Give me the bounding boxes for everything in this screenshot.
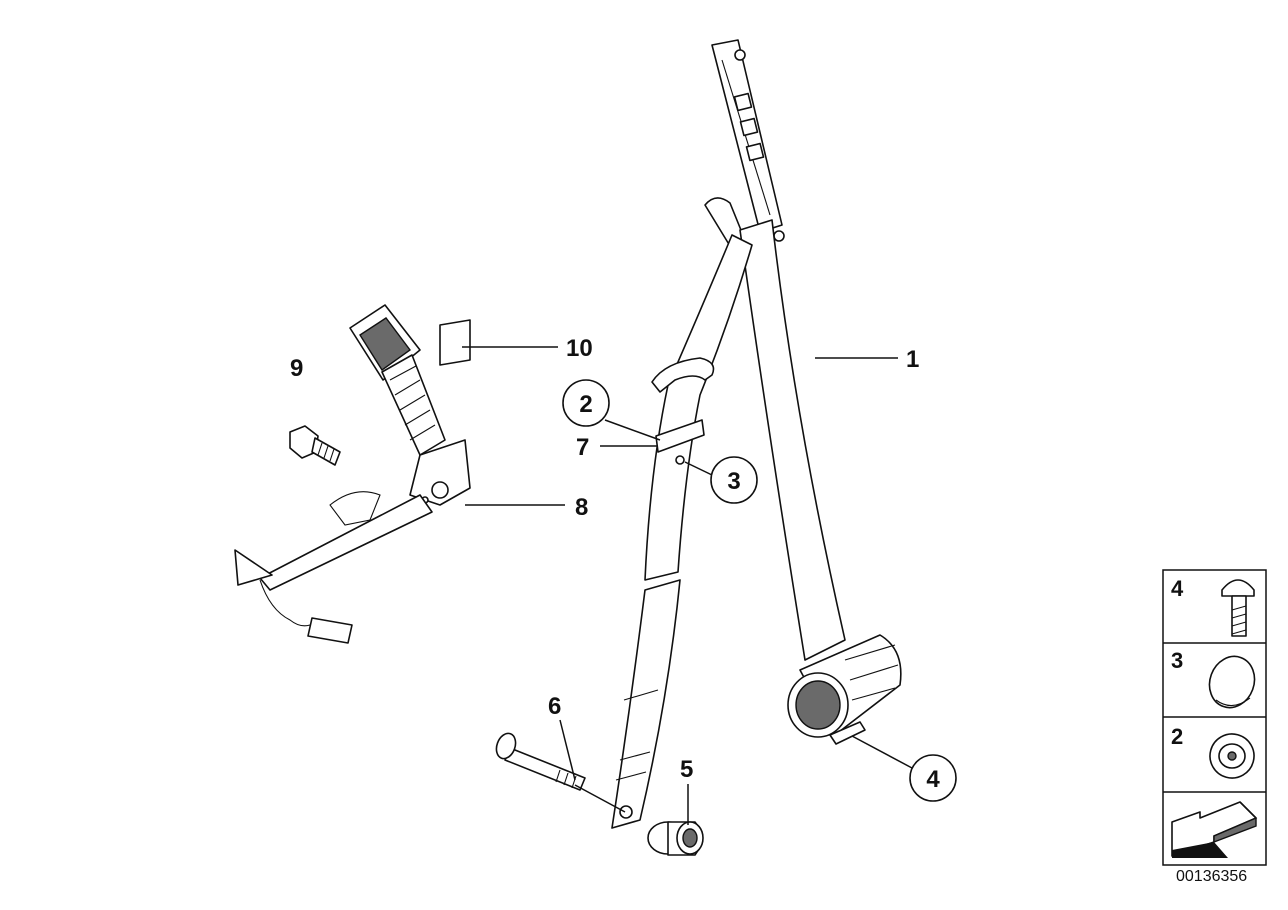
diagram-reference-number: 00136356: [1176, 868, 1248, 885]
callout-3: 3: [710, 456, 758, 504]
legend-row-2-label: 2: [1171, 724, 1183, 749]
upper-anchor-rail: [704, 39, 785, 247]
label-sticker: [439, 319, 471, 366]
view-arrow-icon: [1171, 801, 1258, 858]
legend-row-3-label: 3: [1171, 648, 1183, 673]
shoulder-belt-webbing: [739, 219, 846, 661]
hex-bolt: [289, 425, 341, 466]
button-head-bolt-icon: [1221, 579, 1255, 637]
legend-row-2: 2: [1171, 724, 1255, 779]
callout-1-label: 1: [906, 346, 919, 373]
legend-row-4: 4: [1171, 576, 1255, 637]
legend-row-4-label: 4: [1171, 576, 1184, 601]
callout-3-label: 3: [727, 468, 740, 495]
belt-guide-loop: [651, 357, 715, 465]
callout-8: 8: [575, 494, 588, 521]
anchor-bolt: [495, 732, 586, 791]
callout-7-label: 7: [576, 434, 589, 461]
belt-retractor: [787, 634, 902, 745]
callout-4-label: 4: [926, 766, 940, 793]
callout-5: 5: [680, 756, 693, 783]
callout-8-label: 8: [575, 494, 588, 521]
callout-4: 4: [909, 754, 957, 802]
callout-6-label: 6: [548, 693, 561, 720]
callout-10: 10: [566, 335, 593, 362]
callout-9-label: 9: [290, 355, 303, 382]
spacer-bushing: [647, 821, 704, 856]
callout-7: 7: [576, 434, 589, 461]
callout-2-label: 2: [579, 391, 592, 418]
legend-panel: 4 3 2: [1162, 569, 1267, 866]
leader-lines: [462, 346, 913, 825]
callout-5-label: 5: [680, 756, 693, 783]
callout-1: 1: [906, 346, 919, 373]
legend-row-3: 3: [1171, 648, 1256, 709]
callout-10-label: 10: [566, 335, 593, 362]
cap-plug-icon: [1208, 655, 1256, 709]
callout-2: 2: [562, 379, 610, 427]
callout-6: 6: [548, 693, 561, 720]
grommet-icon: [1209, 733, 1255, 779]
lap-belt-webbing: [611, 234, 753, 829]
callout-9: 9: [290, 355, 303, 382]
belt-buckle-assembly: [234, 304, 471, 644]
